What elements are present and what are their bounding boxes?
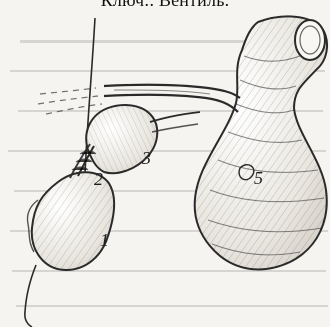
label-3: 3 <box>141 148 151 168</box>
label-5: 5 <box>254 168 263 188</box>
label-1: 1 <box>100 230 109 250</box>
label-2: 2 <box>94 169 103 189</box>
